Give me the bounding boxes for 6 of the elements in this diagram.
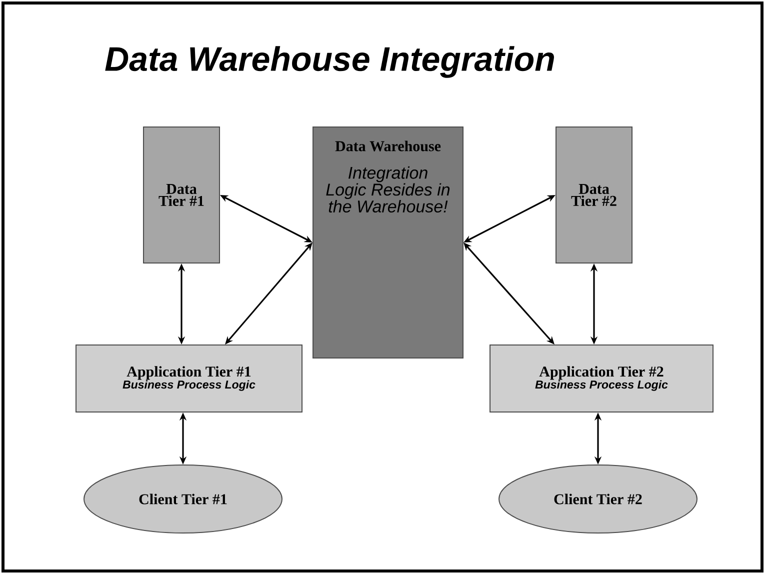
application-tier-box: Application Tier #1 Business Process Logic bbox=[76, 344, 302, 412]
data-tier-box: Data Tier #2 bbox=[556, 126, 632, 264]
title: Data Warehouse Integration bbox=[105, 46, 554, 78]
application-tier-box: Application Tier #2 Business Process Logic bbox=[490, 344, 714, 412]
warehouse-box: Data Warehouse Integration Logic Resides in the Warehouse! bbox=[312, 126, 464, 358]
data-tier-box: Data Tier #1 bbox=[143, 126, 220, 264]
